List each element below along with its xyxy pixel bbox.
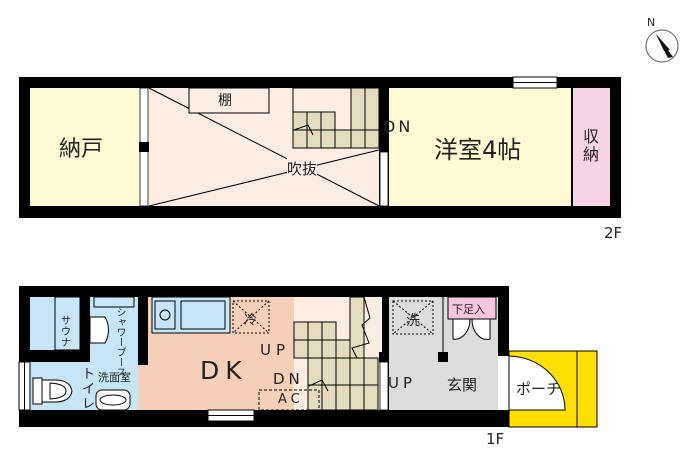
shower-booth-label: シャワーブース [114,307,125,377]
compass-north-label: N [647,16,656,29]
entrance-up-label: UP [388,374,417,392]
western-room-area [389,88,571,206]
floor-plan-2f: 納戸 棚 吹抜 DN 洋室4帖 収納 2F [19,76,623,242]
stairs-up-label-1f: UP [260,341,291,359]
toilet-label: トイレ [82,367,96,412]
stairs-dn-label-1f: DN [273,370,304,388]
compass-arrow-icon [645,29,679,63]
fridge-label: 冷 [244,313,258,328]
washroom-label: 洗面室 [98,371,131,384]
atrium-label: 吹抜 [287,158,318,179]
shoe-cabinet-label: 下足入 [452,303,485,316]
closet-area [573,88,610,206]
floor-label-1f: 1F [486,430,505,448]
stairs-dn-label-2f: DN [383,117,414,136]
closet-label: 収納 [583,127,600,164]
porch-label: ポーチ [516,380,562,398]
ac-label: AC [278,392,304,407]
dk-label: DK [200,356,248,385]
compass: N [640,14,700,64]
floor-2f-drawing [19,76,621,218]
washer-label: 洗 [406,313,420,329]
western-room-label: 洋室4帖 [434,136,522,164]
shelf-label: 棚 [218,93,232,109]
storage-room-area [30,88,139,206]
floor-label-2f: 2F [604,224,623,242]
storage-room-label: 納戸 [59,137,104,162]
entrance-label: 玄関 [447,376,478,394]
sauna-label: サウナ [61,316,71,349]
